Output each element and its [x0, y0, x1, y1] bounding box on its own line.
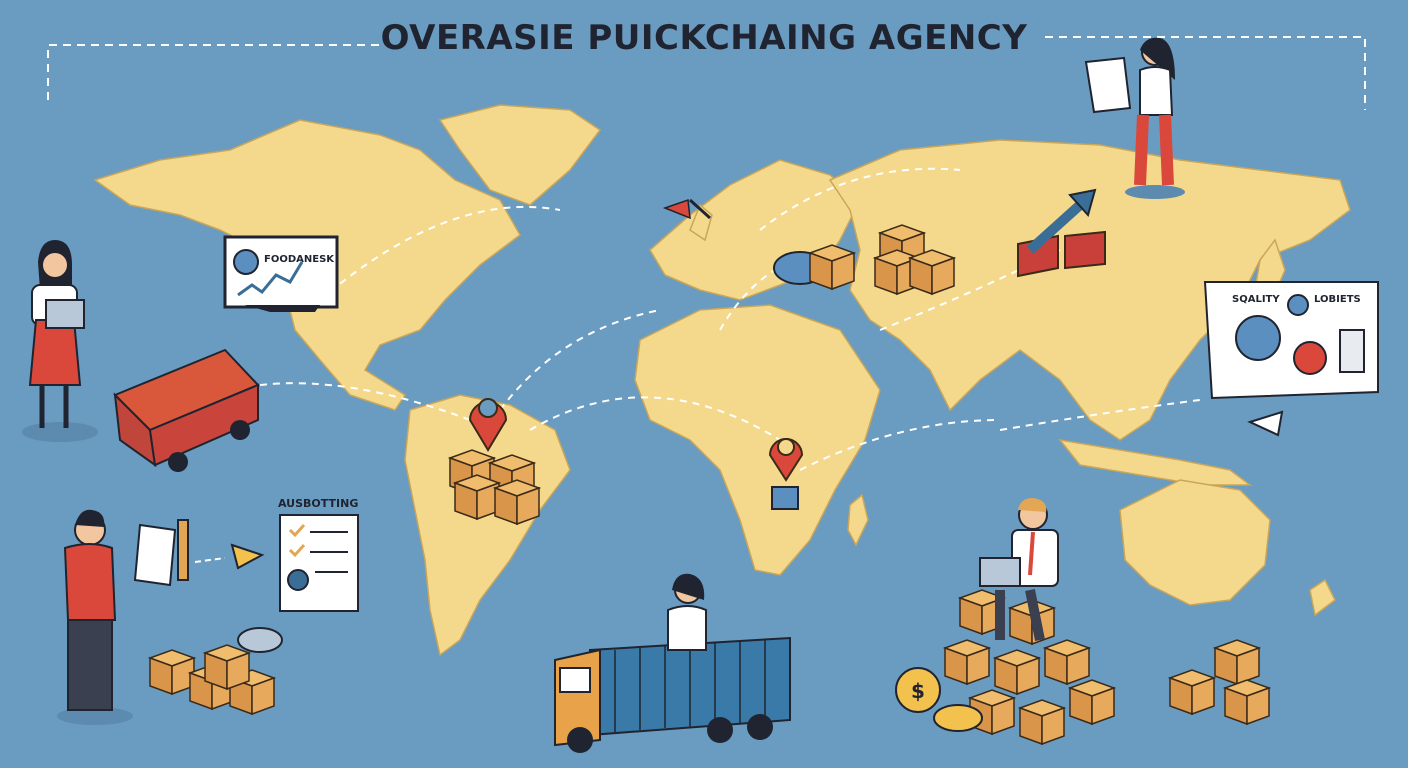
box-pile-far-right — [1169, 639, 1270, 725]
paper-plane — [1247, 410, 1284, 437]
greenland — [438, 104, 602, 206]
box-pile-bottom-left — [149, 627, 283, 715]
blue-parcel-africa — [771, 486, 799, 510]
growth-arrow — [1026, 188, 1097, 254]
cargo-bags-europe — [773, 244, 855, 290]
board-label-right: LOBIETS — [1314, 294, 1361, 305]
person-man-document — [57, 509, 189, 725]
page-title: OVERASIE PUICKCHAING AGENCY — [380, 18, 1028, 58]
info-board: SQALITY LOBIETS — [1203, 281, 1379, 400]
africa — [634, 304, 881, 576]
checklist-heading: AUSBOTTING — [278, 497, 358, 510]
australia — [1119, 479, 1271, 606]
indonesia — [1058, 438, 1253, 486]
coin-dollar-symbol: $ — [911, 679, 925, 703]
monitor-label: FOODANESK — [264, 254, 335, 265]
box-stack-south-america — [449, 449, 540, 525]
board-label-left: SQALITY — [1232, 294, 1280, 305]
shipping-routes — [259, 167, 1201, 471]
coins: $ — [895, 667, 983, 732]
monitor-chart: FOODANESK — [223, 235, 339, 312]
person-woman-tablet — [22, 240, 98, 442]
map-pin-south-america — [468, 398, 508, 452]
madagascar — [847, 493, 869, 547]
map-pin-africa — [768, 438, 804, 482]
person-man-laptop — [979, 498, 1059, 641]
person-woman-document — [1084, 37, 1185, 199]
uk-flags — [662, 198, 712, 220]
title-frame-right — [1045, 36, 1366, 110]
checklist-card: AUSBOTTING — [278, 497, 359, 612]
south-america — [404, 394, 571, 657]
person-woman-truck — [667, 573, 707, 651]
title-frame-left — [47, 44, 380, 100]
red-cargo-container — [113, 348, 260, 472]
asia — [828, 139, 1351, 441]
new-zealand — [1309, 578, 1336, 617]
yellow-arrow — [194, 543, 265, 570]
blue-truck — [554, 636, 791, 753]
